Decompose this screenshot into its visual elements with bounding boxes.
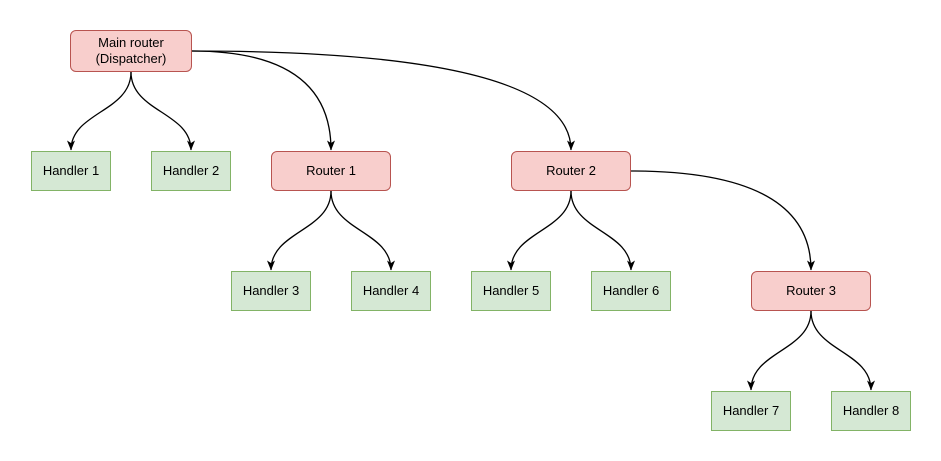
node-router-3[interactable]: Router 3 [751,271,871,311]
node-handler-5-label: Handler 5 [482,283,540,298]
edge-main-router-to-handler-1 [67,71,132,151]
node-handler-5[interactable]: Handler 5 [471,271,551,311]
node-handler-2[interactable]: Handler 2 [151,151,231,191]
edge-router-1-to-handler-4 [330,190,395,271]
node-handler-6-label: Handler 6 [602,283,660,298]
node-router-2[interactable]: Router 2 [511,151,631,191]
node-router-1[interactable]: Router 1 [271,151,391,191]
edge-router-2-to-router-3 [630,170,815,271]
node-handler-6[interactable]: Handler 6 [591,271,671,311]
edge-router-3-to-handler-8 [810,310,875,391]
node-handler-1[interactable]: Handler 1 [31,151,111,191]
node-main-router[interactable]: Main router (Dispatcher) [70,30,192,72]
node-handler-4-label: Handler 4 [362,283,420,298]
node-handler-8[interactable]: Handler 8 [831,391,911,431]
node-handler-2-label: Handler 2 [162,163,220,178]
edge-main-router-to-handler-2 [130,71,195,151]
node-handler-4[interactable]: Handler 4 [351,271,431,311]
node-handler-7-label: Handler 7 [722,403,780,418]
node-handler-8-label: Handler 8 [842,403,900,418]
edge-router-2-to-handler-5 [507,190,572,271]
node-router-1-label: Router 1 [306,163,356,178]
edge-router-3-to-handler-7 [747,310,812,391]
node-handler-3-label: Handler 3 [242,283,300,298]
edge-main-router-to-router-2 [191,50,575,151]
node-router-2-label: Router 2 [546,163,596,178]
node-handler-7[interactable]: Handler 7 [711,391,791,431]
node-main-router-label: Main router (Dispatcher) [95,35,167,66]
edge-router-2-to-handler-6 [570,190,635,271]
node-handler-1-label: Handler 1 [42,163,100,178]
node-router-3-label: Router 3 [786,283,836,298]
edge-main-router-to-router-1 [191,50,335,151]
node-handler-3[interactable]: Handler 3 [231,271,311,311]
edge-router-1-to-handler-3 [267,190,332,271]
